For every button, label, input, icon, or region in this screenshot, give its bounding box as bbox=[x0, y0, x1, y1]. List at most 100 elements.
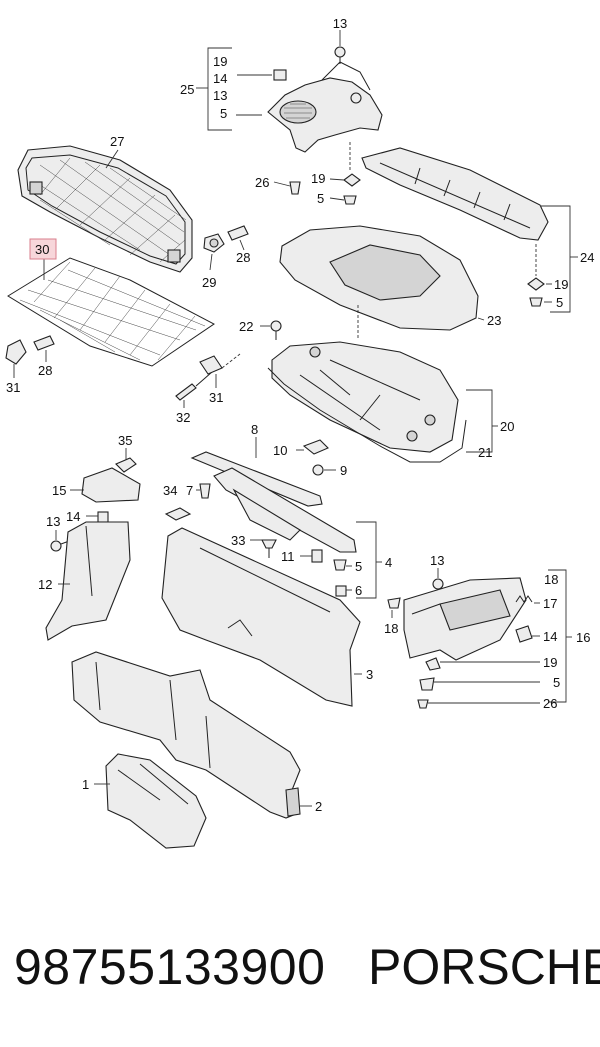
callout-26-right: 26 bbox=[543, 696, 557, 711]
callout-6: 6 bbox=[355, 583, 362, 598]
highlighted-callout-box bbox=[29, 238, 57, 260]
side-carrier-part-1 bbox=[105, 753, 207, 849]
callout-5-top: 5 bbox=[317, 191, 324, 206]
seal-part-21 bbox=[267, 367, 467, 463]
clip-part-31-left bbox=[5, 339, 27, 365]
brand-name: PORSCHE bbox=[368, 939, 600, 995]
callout-7: 7 bbox=[186, 483, 193, 498]
clip-part-5-right bbox=[419, 677, 435, 691]
clip-part-18-right bbox=[387, 597, 401, 609]
callout-30: 30 bbox=[35, 242, 49, 257]
trunk-floor-cover-part-23 bbox=[279, 225, 479, 331]
callout-27: 27 bbox=[110, 134, 124, 149]
plug-part-33 bbox=[261, 539, 277, 558]
callout-19-group25: 19 bbox=[213, 54, 227, 69]
screw-part-28-upper bbox=[227, 225, 249, 241]
callout-19-right: 19 bbox=[554, 277, 568, 292]
callout-21: 21 bbox=[478, 445, 492, 460]
storage-box-part-16 bbox=[403, 577, 527, 661]
callout-19-right-group: 19 bbox=[543, 655, 557, 670]
callout-10: 10 bbox=[273, 443, 287, 458]
screw-13-top bbox=[334, 46, 346, 64]
callout-26-top: 26 bbox=[255, 175, 269, 190]
screw-part-28-left bbox=[33, 335, 55, 351]
callout-19-top: 19 bbox=[311, 171, 325, 186]
callout-13-right: 13 bbox=[430, 553, 444, 568]
speaker-cover-part-25 bbox=[267, 61, 383, 153]
bracket-strip-part-8 bbox=[190, 451, 323, 507]
callout-12: 12 bbox=[38, 577, 52, 592]
clip-part-5-mid bbox=[333, 559, 347, 571]
part-number: 98755133900 bbox=[14, 939, 326, 995]
callout-11: 11 bbox=[281, 549, 295, 564]
callout-33: 33 bbox=[231, 533, 245, 548]
clip-part-14-left bbox=[97, 511, 109, 523]
clip-part-26-right bbox=[417, 699, 429, 709]
callout-16: 16 bbox=[576, 630, 590, 645]
clip-14-top bbox=[273, 69, 287, 81]
callout-28-left: 28 bbox=[38, 363, 52, 378]
callout-18-left-right: 18 bbox=[384, 621, 398, 636]
callout-13-top: 13 bbox=[333, 16, 347, 31]
callout-13-left: 13 bbox=[46, 514, 60, 529]
luggage-net-frame-part-27 bbox=[17, 145, 193, 273]
callout-28-upper: 28 bbox=[236, 250, 250, 265]
clip-19-top bbox=[343, 173, 361, 187]
spring-part-17 bbox=[515, 595, 533, 603]
screw-part-13-right bbox=[432, 578, 444, 590]
callout-2: 2 bbox=[315, 799, 322, 814]
callout-31-right: 31 bbox=[209, 390, 223, 405]
callout-9: 9 bbox=[340, 463, 347, 478]
cargo-net-part-30 bbox=[7, 257, 215, 367]
callout-18-top-right: 18 bbox=[544, 572, 558, 587]
clip-26-top bbox=[289, 181, 301, 195]
clip-5-right bbox=[529, 297, 543, 307]
callout-14-right: 14 bbox=[543, 629, 557, 644]
callout-31-left: 31 bbox=[6, 380, 20, 395]
knob-part-22 bbox=[270, 320, 282, 340]
trunk-tub-part-20 bbox=[271, 341, 459, 453]
clip-part-10 bbox=[302, 439, 329, 455]
spacer-part-11 bbox=[311, 549, 323, 563]
callout-25: 25 bbox=[180, 82, 194, 97]
clip-part-14-right bbox=[515, 625, 533, 643]
callout-14-left: 14 bbox=[66, 509, 80, 524]
clip-part-31-right bbox=[199, 355, 223, 375]
callout-24: 24 bbox=[580, 250, 594, 265]
trim-part-15 bbox=[81, 467, 141, 503]
callout-8: 8 bbox=[251, 422, 258, 437]
callout-34: 34 bbox=[163, 483, 177, 498]
lower-panel-part-2 bbox=[71, 651, 301, 819]
callout-17: 17 bbox=[543, 596, 557, 611]
callout-29: 29 bbox=[202, 275, 216, 290]
callout-5-mid: 5 bbox=[355, 559, 362, 574]
fastener-part-9 bbox=[312, 464, 324, 476]
callout-22: 22 bbox=[239, 319, 253, 334]
screw-part-7 bbox=[199, 483, 211, 499]
cap-part-35 bbox=[115, 457, 137, 473]
pin-part-32 bbox=[175, 371, 213, 401]
callout-5-right-group: 5 bbox=[553, 675, 560, 690]
bracket-part-29 bbox=[203, 233, 225, 253]
callout-13-group25: 13 bbox=[213, 88, 227, 103]
cross-member-part-4 bbox=[213, 467, 357, 553]
callout-3: 3 bbox=[366, 667, 373, 682]
clip-5-top bbox=[343, 195, 357, 205]
clip-19-right bbox=[527, 277, 545, 291]
callout-35: 35 bbox=[118, 433, 132, 448]
rear-trim-strip-part-24 bbox=[361, 147, 549, 241]
side-trim-part-12 bbox=[45, 521, 131, 641]
callout-32: 32 bbox=[176, 410, 190, 425]
callout-1: 1 bbox=[82, 777, 89, 792]
footer-row: 98755133900 PORSCHE bbox=[0, 935, 600, 1005]
callout-23: 23 bbox=[487, 313, 501, 328]
rear-panel-part-3 bbox=[161, 527, 361, 707]
grommet-part-6 bbox=[335, 585, 347, 597]
callout-15: 15 bbox=[52, 483, 66, 498]
clip-part-19-right bbox=[425, 657, 441, 671]
callout-5-right: 5 bbox=[556, 295, 563, 310]
callout-20: 20 bbox=[500, 419, 514, 434]
callout-4: 4 bbox=[385, 555, 392, 570]
callout-14-group25: 14 bbox=[213, 71, 227, 86]
